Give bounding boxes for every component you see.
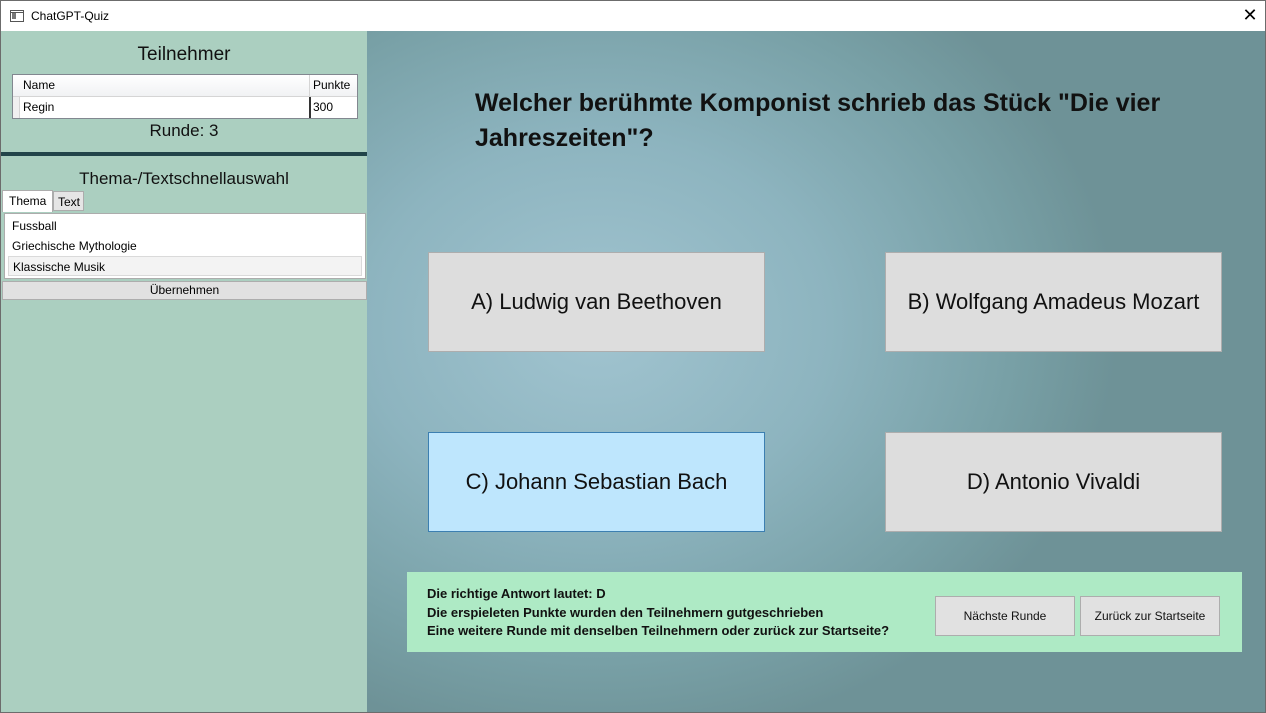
- participants-table[interactable]: Name Punkte Regin 300: [12, 74, 358, 119]
- table-header: Name Punkte: [13, 75, 357, 97]
- quiz-main: Welcher berühmte Komponist schrieb das S…: [367, 31, 1265, 712]
- sidebar: Teilnehmer Name Punkte Regin 300 Runde: …: [1, 31, 367, 712]
- tab-text[interactable]: Text: [53, 191, 84, 211]
- back-to-start-button[interactable]: Zurück zur Startseite: [1080, 596, 1220, 636]
- column-header-points[interactable]: Punkte: [313, 78, 351, 92]
- tab-thema[interactable]: Thema: [2, 190, 53, 212]
- answer-a-button[interactable]: A) Ludwig van Beethoven: [428, 252, 765, 352]
- question-text: Welcher berühmte Komponist schrieb das S…: [475, 89, 1161, 152]
- close-icon[interactable]: ✕: [1242, 5, 1258, 26]
- result-points-info: Die erspieleten Punkte wurden den Teilne…: [427, 605, 824, 620]
- participant-points[interactable]: 300: [313, 100, 334, 114]
- window-title: ChatGPT-Quiz: [31, 9, 110, 23]
- answer-d-button[interactable]: D) Antonio Vivaldi: [885, 432, 1222, 532]
- result-panel: Die richtige Antwort lautet: D Die erspi…: [407, 572, 1242, 652]
- next-round-button[interactable]: Nächste Runde: [935, 596, 1075, 636]
- topic-list[interactable]: Fussball Griechische Mythologie Klassisc…: [4, 213, 366, 279]
- table-row[interactable]: Regin 300: [13, 97, 357, 118]
- answer-b-button[interactable]: B) Wolfgang Amadeus Mozart: [885, 252, 1222, 352]
- window-icon: [10, 10, 24, 22]
- participant-name[interactable]: Regin: [23, 100, 55, 114]
- result-correct-answer: Die richtige Antwort lautet: D: [427, 586, 606, 601]
- quick-select-title: Thema-/Textschnellauswahl: [79, 169, 289, 188]
- result-prompt: Eine weitere Runde mit denselben Teilneh…: [427, 623, 890, 638]
- participants-title: Teilnehmer: [137, 44, 231, 65]
- list-item[interactable]: Fussball: [12, 219, 57, 233]
- column-divider: [309, 75, 310, 118]
- client-area: Teilnehmer Name Punkte Regin 300 Runde: …: [1, 31, 1265, 712]
- apply-button[interactable]: Übernehmen: [2, 281, 367, 300]
- title-bar[interactable]: ChatGPT-Quiz ✕: [1, 1, 1265, 31]
- round-label: Runde: 3: [149, 121, 219, 140]
- column-header-name[interactable]: Name: [23, 78, 56, 92]
- list-item[interactable]: Griechische Mythologie: [12, 239, 137, 253]
- sidebar-divider: [1, 152, 367, 156]
- answer-c-button[interactable]: C) Johann Sebastian Bach: [428, 432, 765, 532]
- cell-divider: [309, 97, 311, 118]
- list-item-selected[interactable]: Klassische Musik: [8, 256, 362, 276]
